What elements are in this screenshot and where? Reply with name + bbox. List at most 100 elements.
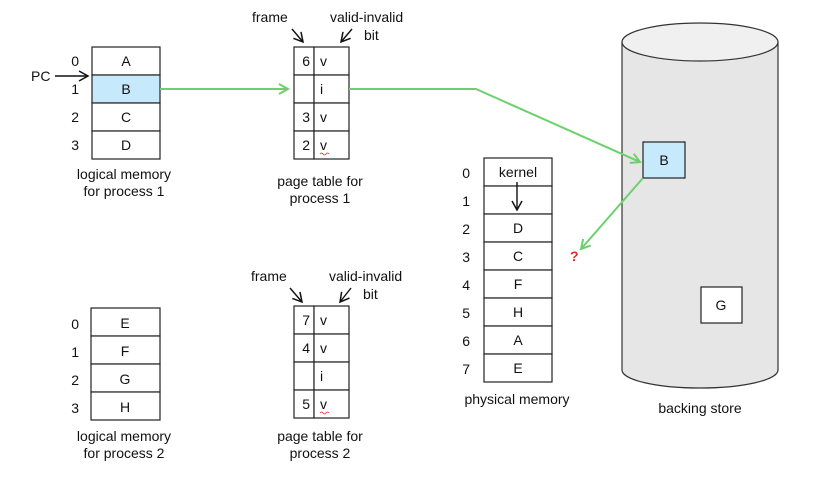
pt2-frame-3: 5 [302,396,310,412]
pm-frame-4: F [514,276,523,292]
pt2-bit-arrow-icon [339,287,352,304]
pm-cell-3 [483,241,553,271]
lm2-index-1: 1 [71,344,79,360]
lm2-page-2: G [120,371,131,387]
cylinder-body [621,41,779,389]
logical-memory-process-2: 0 1 2 3 E F G H logical memory for proce… [71,307,171,461]
backing-page-b-label: B [659,152,668,168]
lm2-label-line1: logical memory [77,428,171,444]
pt2-bit-2: i [320,368,323,384]
backing-page-g-label: G [716,297,727,313]
question-mark: ? [570,248,579,264]
pm-cell-7 [483,353,553,383]
lm2-cell-3 [90,391,161,421]
pt2-bit-1: v [320,340,327,356]
lm1-cell-3 [91,130,161,160]
pt1-bit-cell-3 [313,130,350,160]
pt1-frame-3: 2 [302,137,310,153]
pt1-to-backing-store-arrow-icon [349,88,640,162]
backing-store-label: backing store [658,400,741,416]
lm1-index-1: 1 [71,81,79,97]
pt2-bit-0: v [320,312,327,328]
pm-index-2: 2 [462,221,470,237]
lm2-index-2: 2 [71,372,79,388]
pm-frame-7: E [513,360,522,376]
pt1-bit-header-line2: bit [364,27,379,43]
pm-frame-2: D [513,220,523,236]
pt2-bit-header-line1: valid-invalid [329,268,402,284]
pt1-label-line2: process 1 [290,190,351,206]
pt1-bit-cell-0 [313,46,350,76]
pm-index-4: 4 [462,277,470,293]
pm-cell-0 [483,157,553,187]
pt2-bit-header-line2: bit [363,286,378,302]
pt1-bit-1: i [320,81,323,97]
lm1-label-line2: for process 1 [84,183,165,199]
pt1-bit-2: v [320,109,327,125]
pm-cell-4 [483,269,553,299]
pt1-frame-cell-1 [293,74,315,104]
pt1-frame-arrow-icon [291,28,304,44]
lm2-label-line2: for process 2 [84,445,165,461]
pt1-frame-0: 6 [302,53,310,69]
logical-memory-process-1: 0 1 2 3 A B C D logical memory for proce… [71,46,171,199]
pt2-bit-cell-3 [313,389,350,419]
pt2-frame-arrow-icon [289,287,304,304]
lm1-page-2: C [121,109,131,125]
lm2-page-3: H [120,399,130,415]
pt1-frame-header: frame [252,9,288,25]
pm-cell-5 [483,297,553,327]
lm1-page-3: D [121,137,131,153]
pt2-frame-cell-2 [293,361,315,391]
backing-page-g: G [700,286,743,324]
lm1-page-1: B [121,81,130,97]
pm-frame-5: H [513,304,523,320]
pm-index-6: 6 [462,333,470,349]
pc-label: PC [31,68,50,84]
pt2-frame-1: 4 [302,340,310,356]
pm-cell-1 [483,185,553,215]
lm1-index-0: 0 [71,53,79,69]
pm-cell-6 [483,325,553,355]
pt1-label-line1: page table for [277,173,363,189]
pt2-frame-header: frame [251,268,287,284]
lm2-index-3: 3 [71,400,79,416]
pm-frame-6: A [513,332,523,348]
pt1-bit-arrow-icon [340,28,353,44]
pt2-bit-3: v [320,396,327,412]
program-counter: PC [31,68,90,84]
pt2-label-line2: process 2 [290,445,351,461]
spellcheck-squiggle [319,152,330,156]
pm-frame-3: C [513,248,523,264]
pt2-label-line1: page table for [277,428,363,444]
pm-index-5: 5 [462,305,470,321]
pm-index-0: 0 [462,165,470,181]
pt1-frame-2: 3 [302,109,310,125]
pm-index-7: 7 [462,361,470,377]
lm1-page-0: A [121,53,131,69]
lm2-index-0: 0 [71,316,79,332]
lm1-label-line1: logical memory [77,166,171,182]
backing-store-to-memory-arrow-icon [581,177,644,249]
pt2-bit-cell-2 [313,361,350,391]
physical-memory: 0 1 2 3 4 5 6 7 kernel D C F H A E physi… [462,157,570,407]
backing-store: B G backing store [621,22,779,416]
pm-label: physical memory [464,391,569,407]
pm-index-3: 3 [462,249,470,265]
pm-index-1: 1 [462,193,470,209]
pm-indices: 0 1 2 3 4 5 6 7 [462,165,470,377]
page-table-process-2: frame valid-invalid bit 7 v 4 v i 5 v pa… [251,268,402,461]
pm-frame-0: kernel [499,164,537,180]
spellcheck-squiggle [319,411,330,415]
lm1-index-3: 3 [71,137,79,153]
pt1-bit-0: v [320,53,327,69]
lm2-page-0: E [120,315,129,331]
pt2-frame-0: 7 [302,312,310,328]
lm2-page-1: F [121,343,130,359]
page-table-process-1: frame valid-invalid bit 6 v i 3 v 2 v pa… [252,9,403,206]
pt1-bit-header-line1: valid-invalid [330,9,403,25]
lm1-index-2: 2 [71,109,79,125]
pt1-bit-3: v [320,137,327,153]
backing-page-b: B [642,141,686,179]
